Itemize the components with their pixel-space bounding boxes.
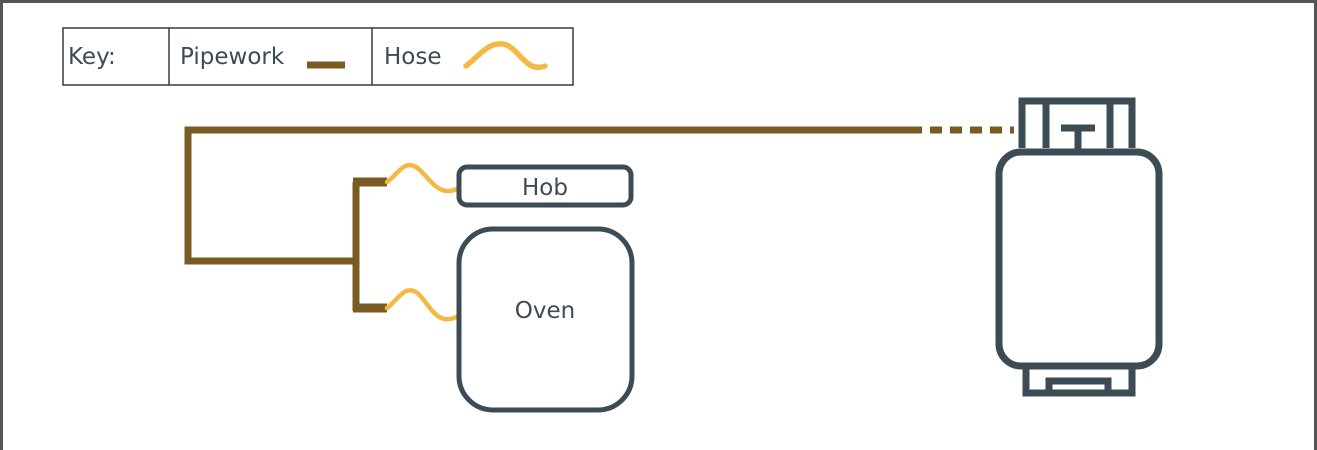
legend-title: Key: xyxy=(68,44,116,70)
oven-hose xyxy=(384,288,461,322)
oven-label: Oven xyxy=(515,298,575,324)
cylinder-collar xyxy=(1018,97,1136,148)
legend-box xyxy=(62,27,574,86)
hob: Hob xyxy=(456,164,634,208)
legend-pipework-label: Pipework xyxy=(180,44,285,70)
oven: Oven xyxy=(456,226,635,413)
cylinder-foot xyxy=(1022,366,1136,397)
main-pipe xyxy=(184,126,922,265)
pipework xyxy=(184,126,1014,313)
cylinder-foot-cutout xyxy=(1045,377,1112,393)
legend-hose-swatch xyxy=(463,41,548,71)
legend-hose-label: Hose xyxy=(384,44,442,70)
gas-cylinder-icon xyxy=(995,97,1163,397)
hob-hose xyxy=(384,163,462,194)
oven-outline xyxy=(456,226,635,413)
hob-outline xyxy=(456,164,634,208)
legend: Key: Pipework Hose xyxy=(62,27,574,86)
hoses xyxy=(384,163,462,322)
cylinder-body xyxy=(995,148,1163,370)
hob-label: Hob xyxy=(522,175,568,201)
